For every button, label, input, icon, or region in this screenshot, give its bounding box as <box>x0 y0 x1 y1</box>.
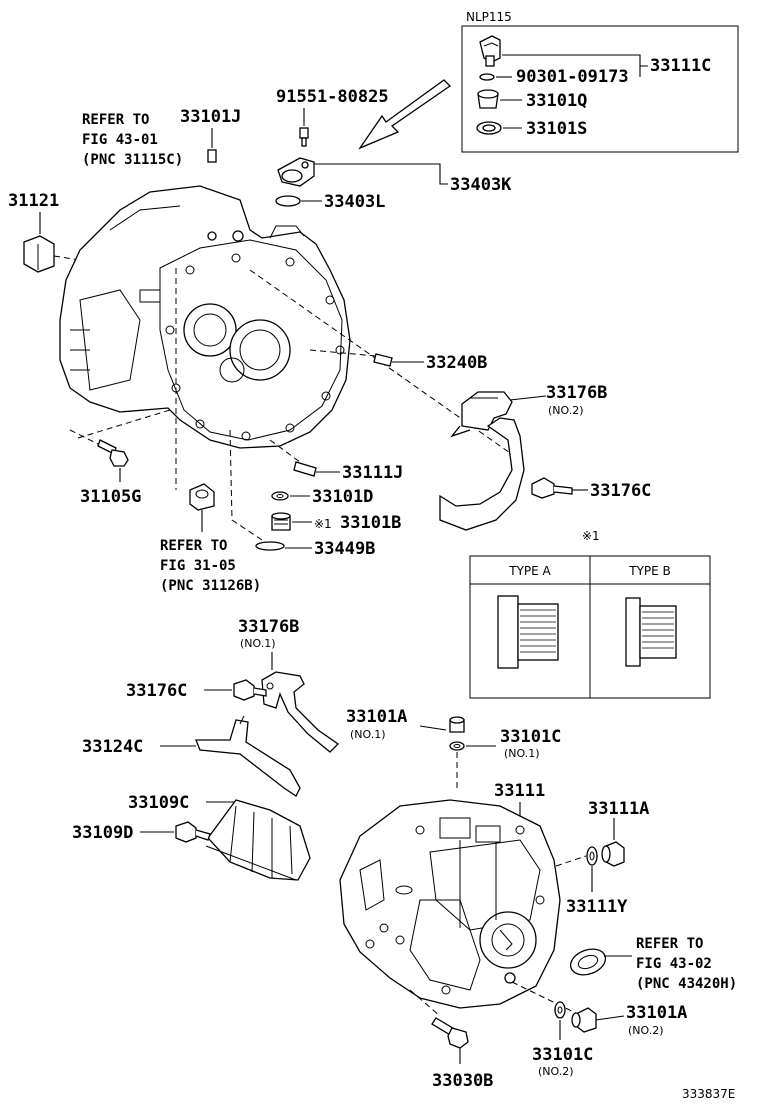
label-33101A-no1: 33101A <box>346 707 407 727</box>
bolt-31105G-icon <box>97 439 129 467</box>
bracket-33176B-no2-icon <box>439 391 525 531</box>
washer-33101D-icon <box>271 491 289 501</box>
plug-33101A-no2-icon <box>571 1007 597 1033</box>
label-33111C: 33111C <box>650 56 711 76</box>
label-33101B: 33101B <box>340 513 401 533</box>
label-33124C: 33124C <box>82 737 143 757</box>
label-33111J: 33111J <box>342 463 403 483</box>
ref1-line2: FIG 43-01 <box>82 132 158 148</box>
label-33109D: 33109D <box>72 823 133 843</box>
ref2-line1: REFER TO <box>160 538 227 554</box>
label-33101C-no2: 33101C <box>532 1045 593 1065</box>
label-33176C-top: 33176C <box>590 481 651 501</box>
direction-arrow-icon <box>358 79 452 150</box>
label-33240B: 33240B <box>426 353 487 373</box>
label-33176C-mid: 33176C <box>126 681 187 701</box>
gasket-33449B-icon <box>255 541 285 551</box>
label-33101A-no2-sub: (NO.2) <box>628 1024 664 1037</box>
o-ring-33403L-icon <box>275 195 301 207</box>
label-33101J: 33101J <box>180 107 241 127</box>
label-33111: 33111 <box>494 781 545 801</box>
pin-33240B-icon <box>373 353 393 367</box>
label-33176B-no2-sub: (NO.2) <box>548 404 584 417</box>
gasket-33111Y-icon <box>586 846 598 866</box>
bracket-33176B-no1-icon <box>261 671 340 753</box>
label-33101S: 33101S <box>526 119 587 139</box>
label-33101B-mark: ※1 <box>314 517 332 531</box>
label-31105G: 31105G <box>80 487 141 507</box>
nlp115-frame <box>461 25 739 153</box>
cap-31126B-icon <box>189 483 215 511</box>
bolt-33030B-icon <box>431 1017 469 1049</box>
sensor-housing-33403K-icon <box>277 157 315 187</box>
reference-43-02: REFER TO FIG 43-02 (PNC 43420H) <box>636 936 737 992</box>
type-table-mark: ※1 <box>582 529 600 543</box>
type-a-plug-icon <box>497 595 559 669</box>
transaxle-case-upper <box>59 185 351 449</box>
label-33101A-no2: 33101A <box>626 1003 687 1023</box>
washer-33101C-no2-icon <box>554 1001 566 1019</box>
label-33449B: 33449B <box>314 539 375 559</box>
plug-33101A-no1-icon <box>449 716 465 733</box>
bolt-91551-icon <box>299 127 309 147</box>
washer-33101C-no1-icon <box>449 741 465 751</box>
label-33176B-no1: 33176B <box>238 617 299 637</box>
ref3-line3: (PNC 43420H) <box>636 976 737 992</box>
reference-43-01: REFER TO FIG 43-01 (PNC 31115C) <box>82 112 183 168</box>
label-33111Y: 33111Y <box>566 897 628 917</box>
label-33111A: 33111A <box>588 799 649 819</box>
label-33403L: 33403L <box>324 192 385 212</box>
label-33101C-no2-sub: (NO.2) <box>538 1065 574 1078</box>
diagram-id: 333837E <box>682 1087 735 1101</box>
label-33030B: 33030B <box>432 1071 493 1091</box>
reference-31-05: REFER TO FIG 31-05 (PNC 31126B) <box>160 538 261 594</box>
oil-seal-43420H-icon <box>569 948 607 976</box>
label-33101D: 33101D <box>312 487 373 507</box>
sleeve-icon <box>476 121 502 135</box>
sensor-part-icon <box>479 35 501 67</box>
label-33101Q: 33101Q <box>526 91 587 111</box>
bolt-33176C-mid-icon <box>233 679 267 701</box>
label-33403K: 33403K <box>450 175 512 195</box>
type-b-plug-icon <box>625 597 677 667</box>
driven-gear-icon <box>477 89 499 109</box>
label-33176B-no2: 33176B <box>546 383 607 403</box>
label-91551-80825: 91551-80825 <box>276 87 389 107</box>
plug-33101J-icon <box>207 149 217 163</box>
transaxle-case-lower <box>339 799 561 1009</box>
ref1-line1: REFER TO <box>82 112 149 128</box>
label-33101C-no1: 33101C <box>500 727 561 747</box>
plug-33101B-icon <box>271 512 291 531</box>
label-33101C-no1-sub: (NO.1) <box>504 747 540 760</box>
plate-33124C-icon <box>195 715 301 797</box>
bolt-33176C-top-icon <box>531 477 573 499</box>
type-b-header: TYPE B <box>628 564 671 578</box>
mount-31121-icon <box>23 235 55 273</box>
ref3-line2: FIG 43-02 <box>636 956 712 972</box>
nlp115-label: NLP115 <box>466 10 512 24</box>
label-33109C: 33109C <box>128 793 189 813</box>
o-ring-icon <box>479 73 495 81</box>
ref2-line2: FIG 31-05 <box>160 558 236 574</box>
label-90301-09173: 90301-09173 <box>516 67 629 87</box>
plug-33111A-icon <box>601 841 625 867</box>
pin-33111J-icon <box>293 461 317 477</box>
type-table: ※1 TYPE A TYPE B <box>469 529 711 699</box>
label-33176B-no1-sub: (NO.1) <box>240 637 276 650</box>
label-33101A-no1-sub: (NO.1) <box>350 728 386 741</box>
bolt-33109D-icon <box>175 821 211 843</box>
ref1-line3: (PNC 31115C) <box>82 152 183 168</box>
nlp115-box: NLP115 90301-09173 33111C 33101Q 33101S <box>461 10 739 153</box>
cover-33109C-icon <box>205 799 311 881</box>
ref2-line3: (PNC 31126B) <box>160 578 261 594</box>
ref3-line1: REFER TO <box>636 936 703 952</box>
label-31121: 31121 <box>8 191 59 211</box>
type-a-header: TYPE A <box>508 564 551 578</box>
